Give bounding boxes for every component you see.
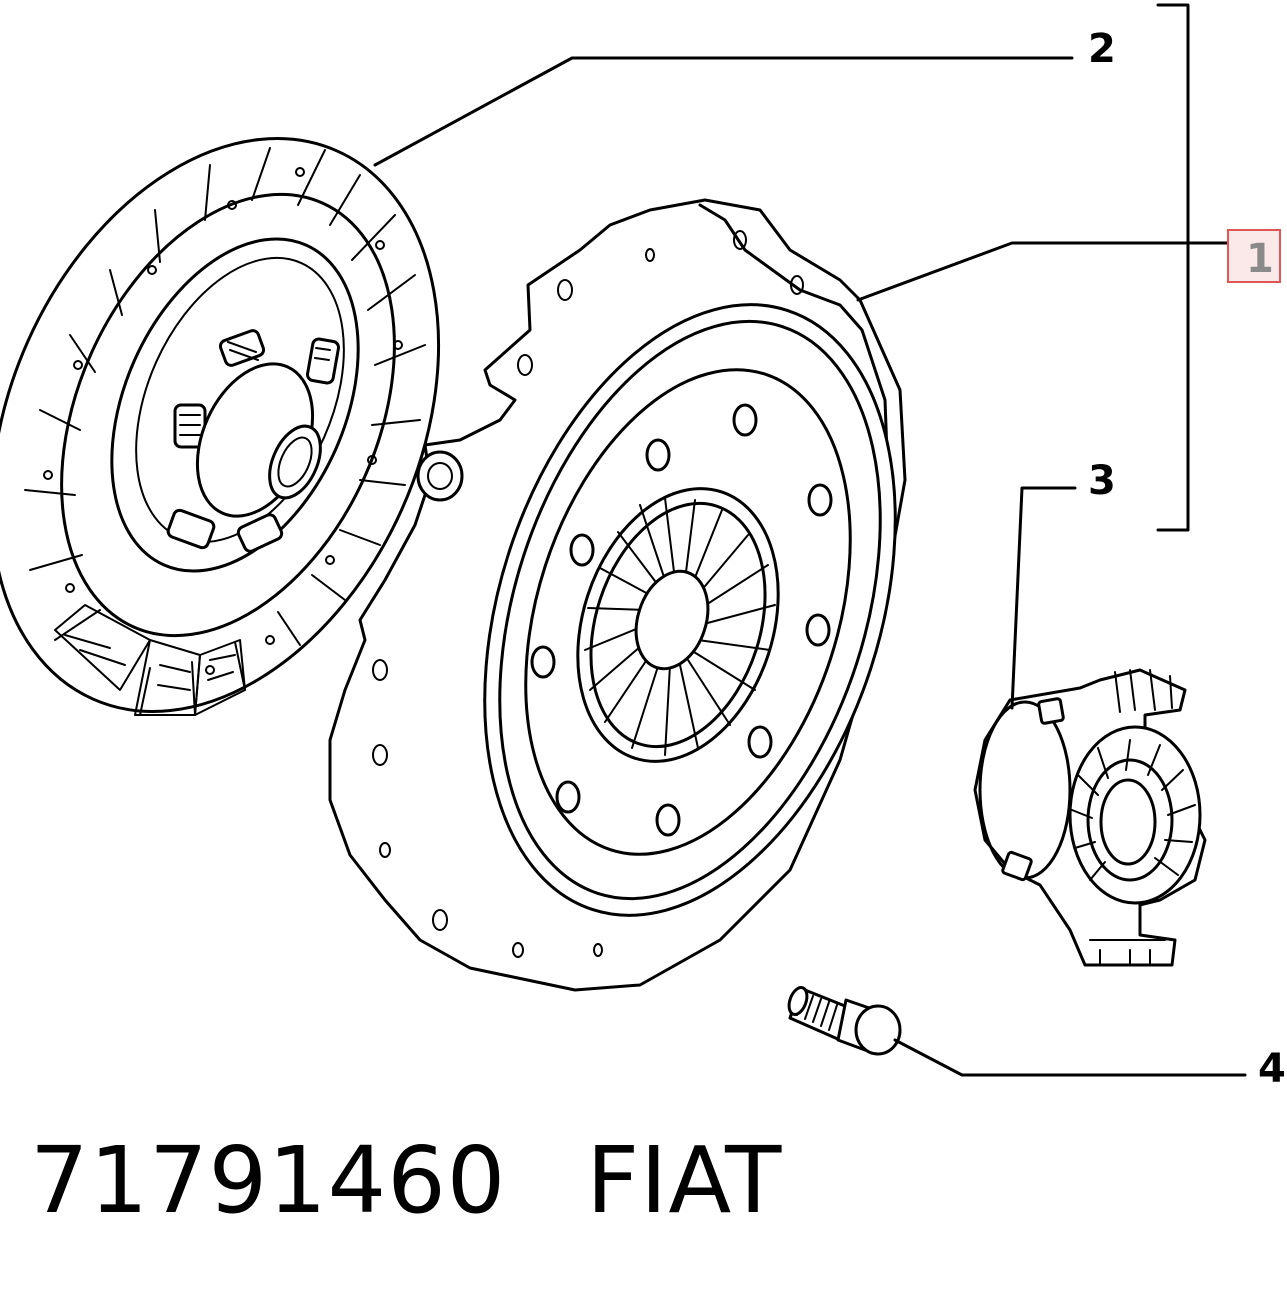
callout-1-box: 1 bbox=[1227, 229, 1281, 283]
leader-line-2 bbox=[373, 56, 1074, 167]
leader-line-1 bbox=[856, 241, 1240, 302]
brand-name: FIAT bbox=[586, 1127, 783, 1234]
callout-2: 2 bbox=[1088, 26, 1116, 72]
leader-line-4 bbox=[893, 1038, 1247, 1077]
leader-line-3 bbox=[1010, 486, 1077, 710]
release-bearing-icon bbox=[973, 668, 1207, 967]
callout-3: 3 bbox=[1088, 458, 1116, 504]
callout-1: 1 bbox=[1246, 236, 1274, 282]
bracket-1 bbox=[1156, 3, 1190, 532]
callout-4: 4 bbox=[1258, 1046, 1286, 1092]
part-number: 71791460 bbox=[30, 1127, 507, 1234]
clutch-disc-icon bbox=[0, 137, 441, 716]
pressure-plate-icon bbox=[328, 198, 907, 992]
bolt-icon bbox=[787, 986, 902, 1056]
